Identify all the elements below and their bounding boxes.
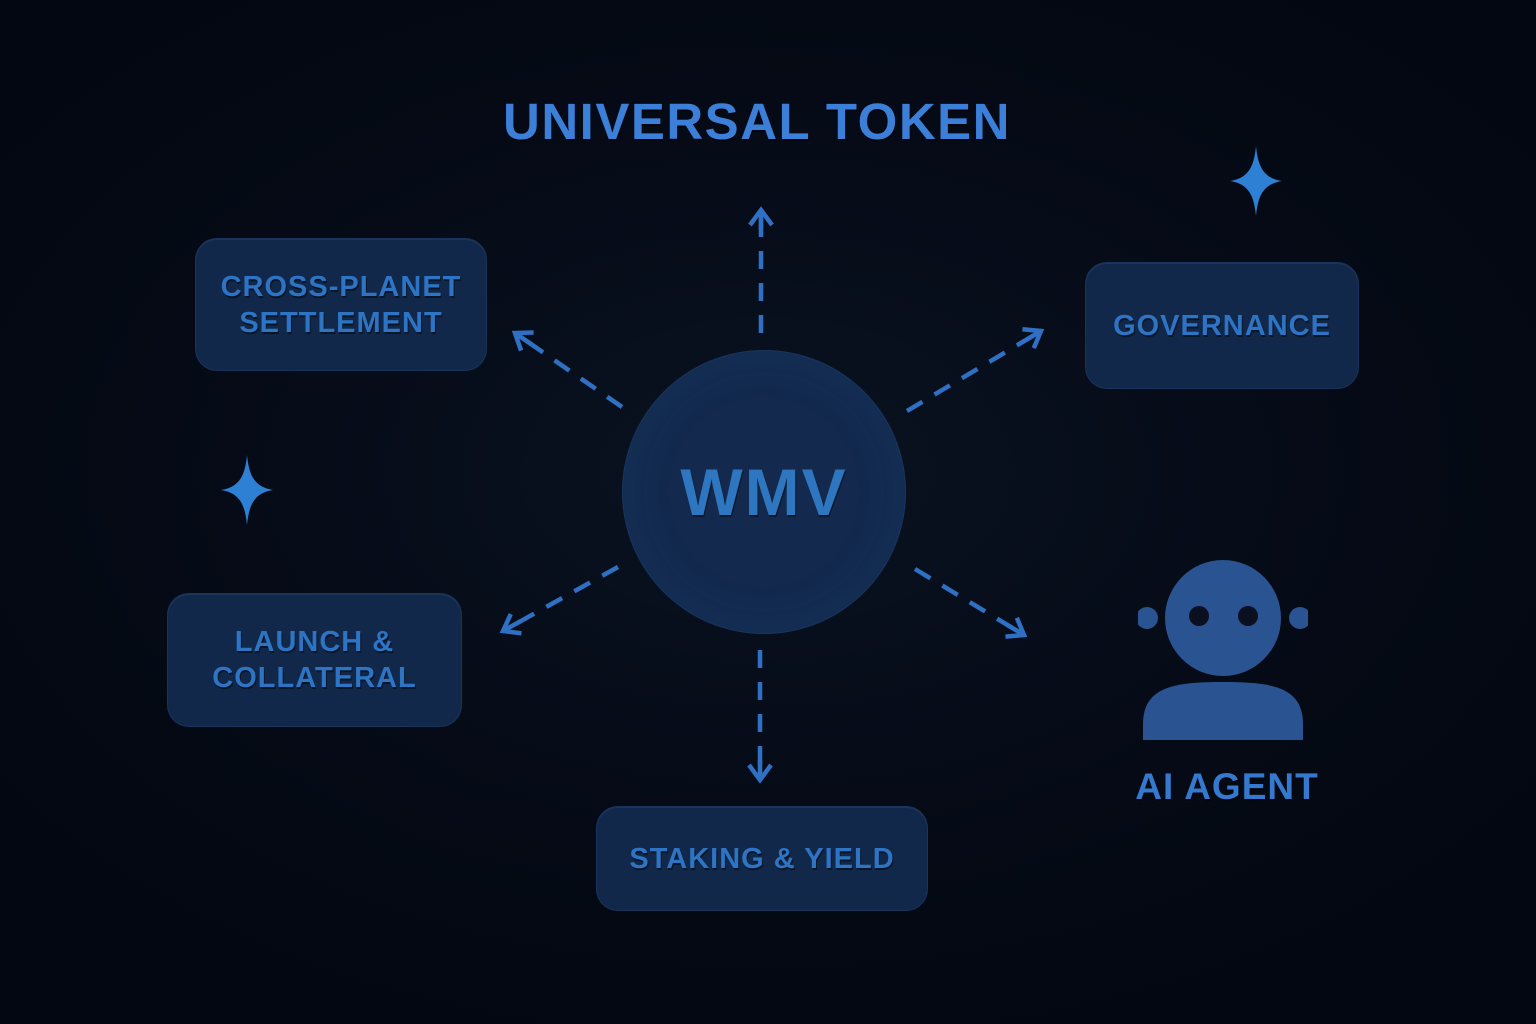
node-governance: GOVERNANCE: [1085, 262, 1359, 389]
node-launch-collateral: LAUNCH & COLLATERAL: [167, 593, 462, 727]
arrow-to-cross-planet-settlement: [511, 330, 624, 409]
sparkle-icon: [221, 455, 273, 525]
arrow-to-launch-collateral: [499, 565, 620, 636]
node-label-line: COLLATERAL: [212, 662, 417, 694]
node-label-line: GOVERNANCE: [1113, 309, 1331, 342]
node-ai-agent-label: AI AGENT: [1135, 766, 1319, 807]
hub-circle: WMV: [622, 350, 906, 634]
diagram-title: UNIVERSAL TOKEN: [502, 93, 1012, 150]
node-label-line: CROSS-PLANET: [220, 270, 462, 303]
hub-token-symbol: WMV: [680, 455, 848, 529]
node-label-line: SETTLEMENT: [239, 306, 443, 339]
node-staking-yield: STAKING & YIELD: [596, 806, 928, 911]
node-label-line: STAKING & YIELD: [629, 842, 895, 875]
robot-icon: [1138, 560, 1308, 740]
arrow-to-ai-agent: [913, 567, 1028, 639]
sparkle-icon: [1230, 146, 1282, 216]
node-cross-planet-settlement: CROSS-PLANET SETTLEMENT: [195, 238, 487, 371]
arrow-to-governance: [905, 327, 1045, 413]
node-label-line: LAUNCH &: [234, 626, 395, 658]
